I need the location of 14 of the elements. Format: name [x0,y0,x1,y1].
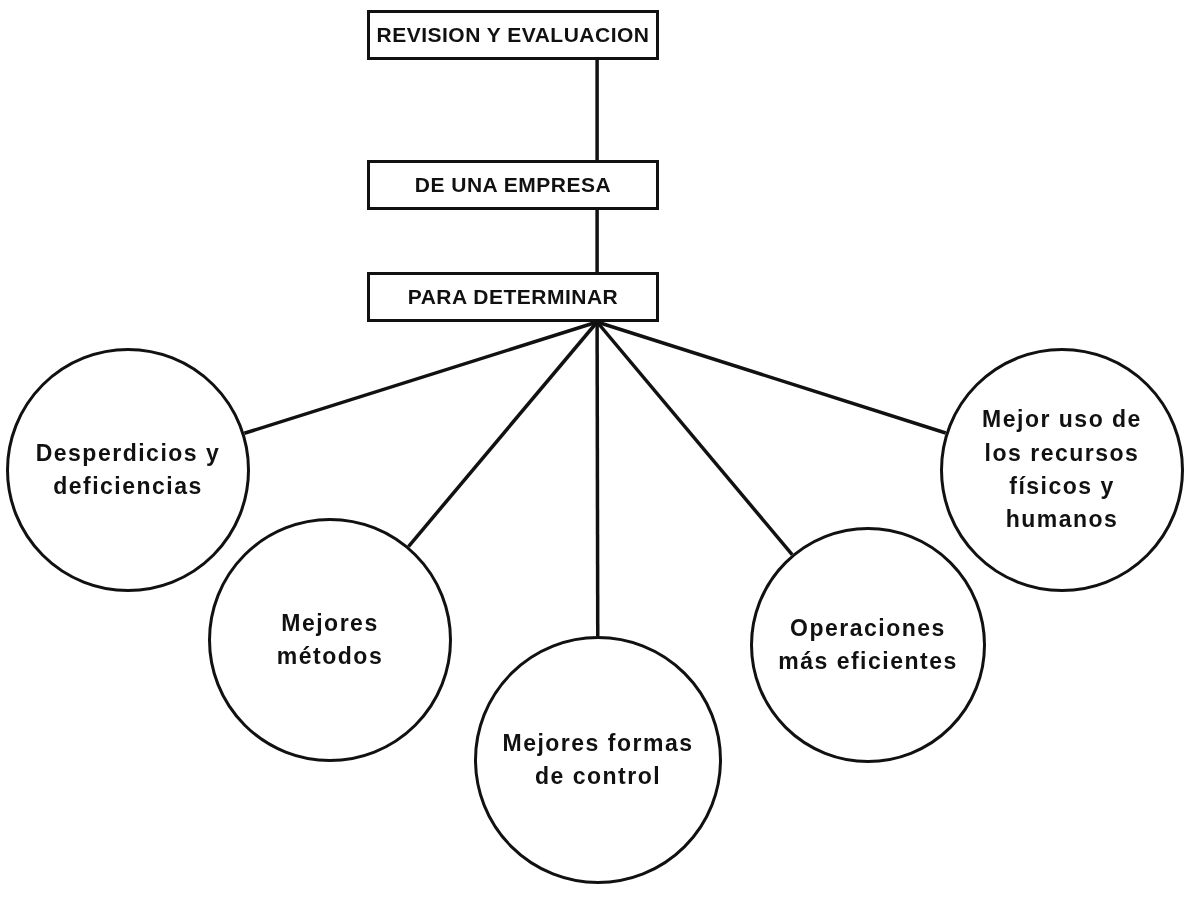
process-box [367,10,659,60]
connector-line [595,210,599,272]
node-label: PARA DETERMINAR [407,285,619,309]
node-label: Mejores formas de control [501,728,695,791]
connector-line [595,60,599,160]
connector-line [595,322,600,636]
node-label: Mejores métodos [275,608,385,671]
process-box [367,160,659,210]
process-box [367,272,659,322]
node-label: Operaciones más eficientes [777,613,959,676]
node-label: REVISION Y EVALUACION [376,23,650,47]
node-label: DE UNA EMPRESA [414,173,612,197]
node-label: Desperdicios y deficiencias [34,438,222,501]
node-label: Mejor uso de los recursos físicos y humanos [981,405,1143,535]
